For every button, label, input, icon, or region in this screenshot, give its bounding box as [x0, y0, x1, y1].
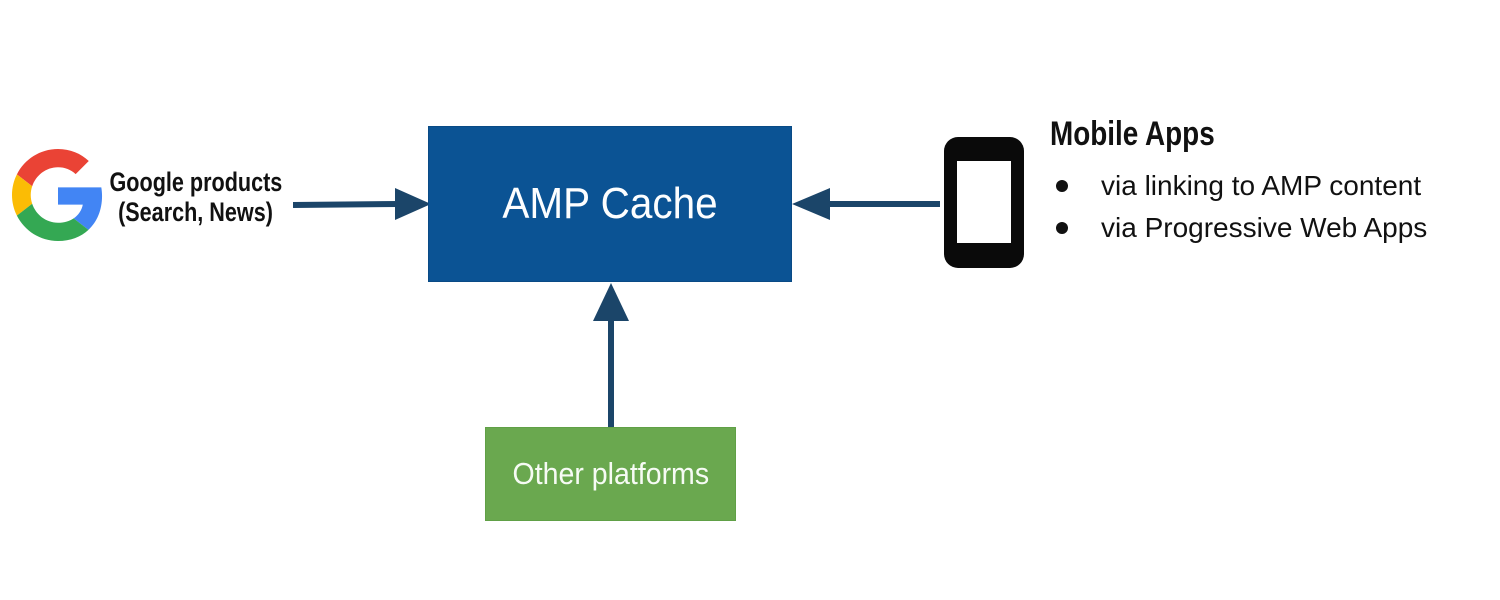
bullet-dot-icon	[1056, 222, 1068, 234]
google-g-logo-icon	[12, 149, 103, 241]
mobile-apps-bullet-2: via Progressive Web Apps	[1101, 212, 1428, 243]
mobile-apps-title: Mobile Apps	[1050, 115, 1215, 153]
bullet-dot-icon	[1056, 180, 1068, 192]
google-products-label: Google products (Search, News)	[109, 167, 283, 228]
arrow-otherplatforms-to-ampcache	[593, 283, 629, 427]
arrow-google-to-ampcache	[293, 188, 431, 220]
mobile-apps-bullet-1: via linking to AMP content	[1101, 170, 1422, 201]
amp-cache-node: AMP Cache	[428, 126, 792, 282]
smartphone-icon	[944, 137, 1024, 268]
other-platforms-node: Other platforms	[485, 427, 736, 521]
google-products-label-line1: Google products	[109, 167, 283, 197]
smartphone-screen	[957, 161, 1011, 243]
other-platforms-label: Other platforms	[512, 456, 709, 491]
google-products-label-line2: (Search, News)	[118, 197, 273, 228]
list-item: via linking to AMP content	[1050, 165, 1490, 207]
arrow-mobile-to-ampcache	[792, 188, 940, 220]
amp-cache-label: AMP Cache	[502, 179, 718, 228]
list-item: via Progressive Web Apps	[1050, 207, 1490, 249]
mobile-apps-bullet-list: via linking to AMP content via Progressi…	[1050, 165, 1490, 249]
mobile-apps-block: Mobile Apps via linking to AMP content v…	[1050, 114, 1490, 249]
